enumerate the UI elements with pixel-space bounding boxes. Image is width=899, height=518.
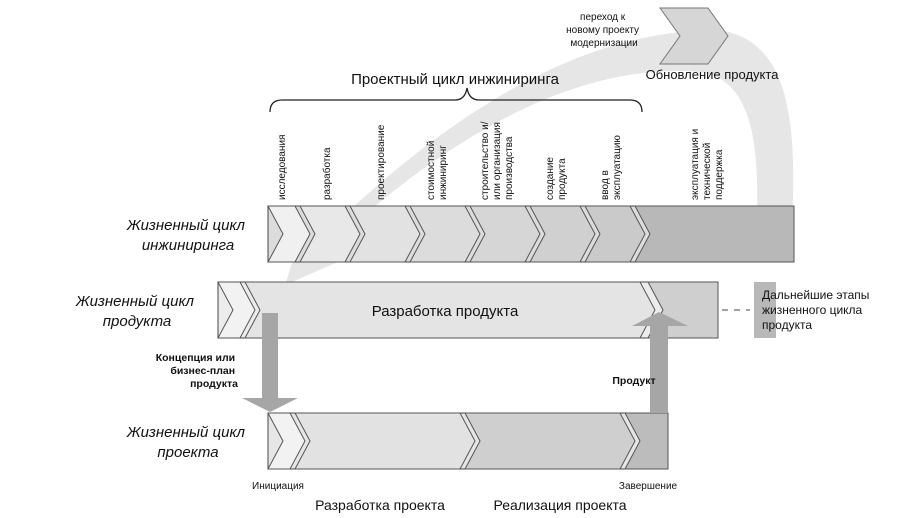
transition-label: переход к новому проекту модернизации (566, 12, 642, 49)
product-row-title: Жизненный цикл продукта (75, 293, 198, 330)
stage-label-4: стоимостной инжиниринг (426, 138, 449, 200)
further-stages-box (754, 282, 776, 338)
further-stages-label: Дальнейшие этапы жизненного цикла продук… (762, 288, 873, 332)
transition-chevron (659, 7, 729, 65)
stage-chevron-3 (349, 205, 421, 263)
completion-label: Завершение (619, 481, 678, 492)
stage-chevron-6 (529, 205, 596, 263)
stage-label-3: проектирование (376, 124, 387, 200)
stage-label-7: ввод в эксплуатацию (600, 135, 623, 200)
engineering-row (267, 205, 795, 263)
stage-label-2: разработка (321, 147, 333, 200)
product-row (217, 281, 776, 339)
stage-label-1: исследования (277, 135, 288, 200)
stage-label-6: создание продукта (545, 154, 568, 200)
product-development-label: Разработка продукта (372, 303, 519, 320)
product-label: Продукт (612, 375, 655, 387)
project-row (267, 412, 669, 470)
update-loop-arrow (285, 30, 794, 285)
engineering-cycle-title: Проектный цикл инжиниринга (351, 71, 560, 88)
stage-chevron-2 (299, 205, 361, 263)
product-up-arrow (632, 312, 688, 413)
concept-label: Концепция или бизнес-план продукта (156, 352, 238, 390)
product-development-bar (244, 281, 656, 339)
project-row-title: Жизненный цикл проекта (126, 424, 249, 461)
product-update-label: Обновление продукта (646, 67, 780, 82)
stage-chevron-5 (469, 205, 541, 263)
stage-chevron-4 (409, 205, 481, 263)
initiation-label: Инициация (252, 481, 304, 492)
concept-down-arrow (242, 313, 298, 412)
project-realization-label: Реализация проекта (493, 497, 626, 513)
project-development-chevron (294, 412, 476, 470)
stage-chevron-7 (584, 205, 646, 263)
engineering-brace (269, 87, 643, 113)
project-development-label: Разработка проекта (315, 497, 445, 513)
stage-chevron-1 (267, 205, 311, 263)
stage-labels: исследования разработка проектирование с… (277, 119, 725, 200)
project-realization-chevron (464, 412, 636, 470)
stage-label-5: строительство и/ или организация произво… (480, 119, 515, 200)
engineering-row-title: Жизненный цикл инжиниринга (126, 217, 249, 254)
stage-label-8: эксплуатация и технической поддержка (690, 126, 725, 200)
stage-chevron-8 (634, 205, 795, 263)
